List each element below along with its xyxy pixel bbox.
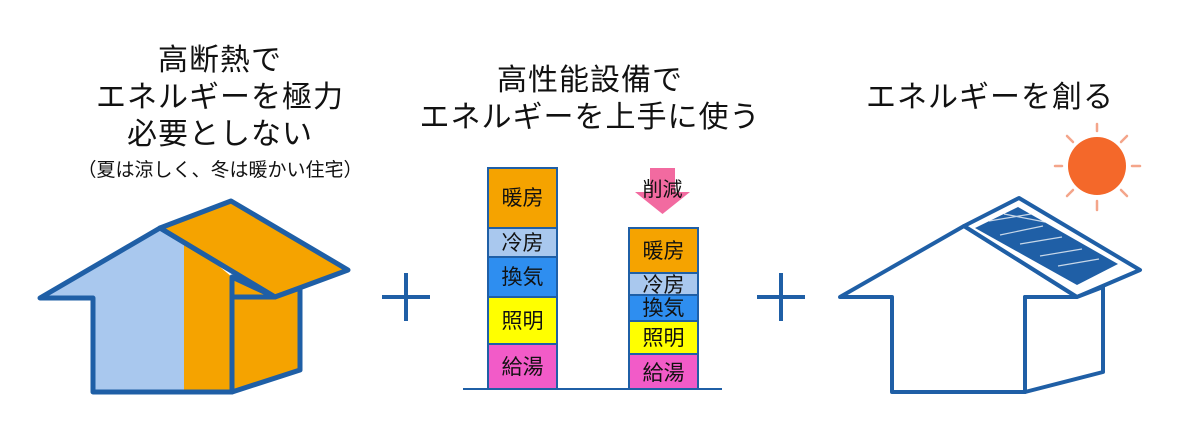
panel1-line-1: 高断熱で xyxy=(158,43,282,78)
after-hot-water-block xyxy=(628,353,699,390)
after-heating-label: 暖房 xyxy=(643,239,685,263)
after-stack: 暖房 冷房 換気 照明 給湯 xyxy=(628,227,699,390)
panel2-line-1: 高性能設備で xyxy=(497,63,683,98)
after-ventilation-label: 換気 xyxy=(643,296,685,320)
before-ventilation-label: 換気 xyxy=(502,265,544,289)
after-cooling-label: 冷房 xyxy=(643,273,685,297)
panel2-heading: 高性能設備で エネルギーを上手に使う xyxy=(400,62,780,136)
panel1-line-2: エネルギーを極力 xyxy=(96,80,344,115)
reduction-label: 削減 xyxy=(643,177,683,201)
panel2-line-2: エネルギーを上手に使う xyxy=(419,100,761,135)
panel1-heading: 高断熱で エネルギーを極力 必要としない xyxy=(40,42,400,153)
before-lighting-label: 照明 xyxy=(502,309,544,333)
before-cooling-label: 冷房 xyxy=(502,231,544,255)
insulated-house-icon xyxy=(37,198,351,395)
after-lighting-block xyxy=(628,320,699,355)
after-heating-block xyxy=(628,227,699,274)
panel3-line-1: エネルギーを創る xyxy=(866,80,1114,115)
after-hot-water-label: 給湯 xyxy=(643,361,685,385)
before-cooling-block xyxy=(487,227,558,258)
before-stack: 暖房 冷房 換気 照明 給湯 xyxy=(487,167,558,390)
plus-sign-1 xyxy=(382,273,430,321)
before-heating-block xyxy=(487,167,558,229)
before-heating-label: 暖房 xyxy=(502,186,544,210)
solar-house-icon xyxy=(838,196,1142,394)
reduction-arrow-icon: 削減 xyxy=(635,168,690,214)
before-lighting-block xyxy=(487,296,558,345)
before-hot-water-block xyxy=(487,343,558,390)
sun-icon xyxy=(1053,122,1142,212)
before-hot-water-label: 給湯 xyxy=(502,355,544,379)
solar-panel-icon xyxy=(975,207,1118,285)
after-lighting-label: 照明 xyxy=(643,326,685,350)
panel1-line-3: 必要としない xyxy=(127,117,313,152)
panel1-note: （夏は涼しく、冬は暖かい住宅） xyxy=(77,159,363,181)
plus-sign-2 xyxy=(757,273,805,321)
panel3-heading: エネルギーを創る xyxy=(840,79,1140,116)
